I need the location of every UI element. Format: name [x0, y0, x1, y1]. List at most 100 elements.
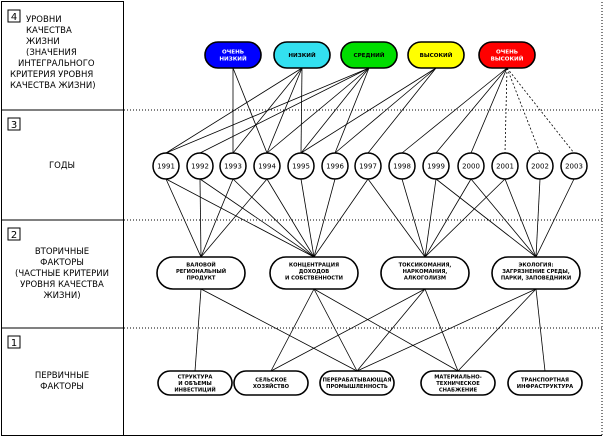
year-factor-link — [401, 178, 426, 258]
secondary-factor-label: РЕГИОНАЛЬНЫЙ — [176, 267, 226, 275]
year-circle — [354, 152, 382, 180]
level-2-line-3: (ЧАСТНЫЕ КРИТЕРИИ — [15, 269, 109, 279]
year-factor-link — [535, 178, 541, 258]
level-4-line-1: УРОВНИ — [26, 15, 62, 25]
year-label: 1991 — [157, 163, 175, 171]
factor-primary-link — [424, 288, 459, 372]
level-4-label: 4 УРОВНИ КАЧЕСТВА ЖИЗНИ (ЗНАЧЕНИЯ ИНТЕГР… — [7, 9, 96, 91]
year-label: 2000 — [462, 163, 480, 171]
year-label: 1992 — [191, 163, 209, 171]
primary-factor-pill — [233, 370, 309, 396]
level-2-line-1: ВТОРИЧНЫЕ — [35, 247, 89, 257]
primary-factor-label: ИНФРАСТРУКТУРА — [517, 384, 573, 390]
level-2-line-4: УРОВНЯ КАЧЕСТВА — [20, 280, 104, 290]
level-3-label: 3 ГОДЫ — [7, 117, 75, 171]
quality-level-label: СРЕДНИЙ — [353, 51, 384, 59]
quality-year-link — [334, 67, 437, 154]
level-number: 1 — [11, 338, 17, 349]
year-factor-link — [300, 178, 315, 258]
year-label: 2001 — [496, 163, 514, 171]
year-circle — [457, 152, 485, 180]
year-factor-link — [199, 178, 202, 258]
year-node: 1997 — [354, 152, 382, 180]
quality-year-link — [232, 67, 268, 154]
factor-primary-link — [194, 288, 202, 372]
year-label: 2002 — [531, 163, 549, 171]
primary-factor-label: СТРУКТУРА — [178, 374, 213, 380]
quality-level-pill — [478, 41, 536, 69]
quality-year-link — [266, 67, 370, 154]
quality-level-label: НИЗКИЙ — [288, 51, 316, 59]
level-4-line-3: ЖИЗНИ — [26, 37, 60, 47]
quality-year-link — [334, 67, 370, 154]
year-node: 2003 — [560, 152, 588, 180]
level-number-box — [7, 335, 21, 349]
quality-level-label: ОЧЕНЬ — [222, 50, 244, 56]
quality-level-label: ВЫСОКИЙ — [491, 55, 524, 63]
year-factor-link — [424, 178, 506, 258]
level-2-line-2: ФАКТОРЫ — [40, 258, 84, 268]
secondary-factor-label: ЗАГРЯЗНЕНИЕ СРЕДЫ, — [502, 269, 570, 275]
primary-factor-label: МАТЕРИАЛЬНО- — [434, 374, 482, 380]
year-factor-link — [424, 178, 437, 258]
level-1-line-2: ФАКТОРЫ — [40, 382, 84, 392]
quality-level-label: ВЫСОКИЙ — [420, 51, 453, 59]
year-circle — [152, 152, 180, 180]
level-3-line-1: ГОДЫ — [49, 161, 75, 171]
level-4-line-4: (ЗНАЧЕНИЯ — [26, 48, 77, 58]
secondary-factor-label: ТОКСИКОМАНИЯ, — [399, 262, 452, 268]
year-node: 1991 — [152, 152, 180, 180]
year-factor-link — [504, 178, 537, 258]
year-circle — [186, 152, 214, 180]
quality-year-link — [165, 67, 370, 154]
secondary-factor-label: ДОХОДОВ — [299, 269, 329, 275]
primary-factor-label: И ОБЪЕМЫ — [178, 381, 211, 387]
year-node: 1992 — [186, 152, 214, 180]
year-node: 1999 — [422, 152, 450, 180]
year-circle — [253, 152, 281, 180]
year-factor-link — [424, 178, 472, 258]
quality-year-link — [165, 67, 303, 154]
year-factor-link — [200, 178, 234, 258]
level-4-line-5: ИНТЕГРАЛЬНОГО — [18, 59, 95, 69]
primary-factor-pill — [157, 370, 233, 396]
year-node: 2000 — [457, 152, 485, 180]
quality-year-link — [435, 67, 508, 154]
secondary-factor-label: КОНЦЕНТРАЦИЯ — [289, 262, 339, 268]
year-factor-link — [232, 178, 315, 258]
year-factor-link — [199, 178, 315, 258]
year-factor-link — [367, 178, 426, 258]
primary-factor-pill — [420, 370, 496, 396]
secondary-factor-node: ТОКСИКОМАНИЯ,НАРКОМАНИЯ,АЛКОГОЛИЗМ — [380, 256, 470, 290]
level-2-line-5: ЖИЗНИ) — [43, 291, 80, 301]
year-label: 1997 — [359, 163, 377, 171]
primary-factor-label: ТЕХНИЧЕСКОЕ — [436, 381, 480, 387]
year-label: 2003 — [565, 163, 583, 171]
year-factor-link — [165, 178, 202, 258]
level-1-line-1: ПЕРВИЧНЫЕ — [35, 371, 89, 381]
primary-factor-label: ПРОМЫШЛЕННОСТЬ — [326, 384, 388, 390]
secondary-factor-pill — [269, 256, 359, 290]
secondary-factor-label: НАРКОМАНИЯ, — [403, 269, 448, 275]
year-circle — [287, 152, 315, 180]
quality-year-dashed-link — [506, 67, 541, 154]
level-number: 3 — [11, 120, 17, 131]
level-1-label: 1 ПЕРВИЧНЫЕ ФАКТОРЫ — [7, 335, 89, 392]
quality-level-node: ВЫСОКИЙ — [407, 41, 465, 69]
quality-level-label: ОЧЕНЬ — [496, 50, 518, 56]
level-number-box — [7, 9, 21, 23]
year-node: 1993 — [219, 152, 247, 180]
year-label: 1993 — [224, 163, 242, 171]
year-node: 1996 — [321, 152, 349, 180]
quality-year-link — [367, 67, 437, 154]
primary-factor-pill — [507, 370, 583, 396]
secondary-factor-label: ПАРКИ, ЗАПОВЕДНИКИ — [501, 275, 571, 281]
primary-factor-label: ИНВЕСТИЦИЙ — [174, 385, 215, 393]
quality-year-link — [199, 67, 370, 154]
